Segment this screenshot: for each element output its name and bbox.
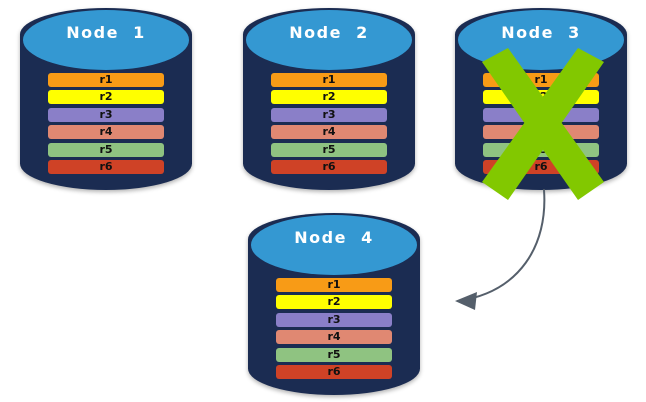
node-2[interactable]: Node 2 r1 r2 r3 r4 r5 r6 bbox=[243, 8, 415, 190]
node-4-cylinder-top bbox=[250, 215, 418, 276]
arrow-head-icon bbox=[455, 292, 477, 310]
node-2-rows: r1 r2 r3 r4 r5 r6 bbox=[271, 72, 387, 175]
node-1-rows: r1 r2 r3 r4 r5 r6 bbox=[48, 72, 164, 175]
node-3-row-r1[interactable]: r1 bbox=[483, 72, 599, 87]
node-2-cylinder-top bbox=[245, 10, 413, 71]
node-3-row-r3[interactable]: r3 bbox=[483, 107, 599, 122]
node-1-row-r6[interactable]: r6 bbox=[48, 160, 164, 175]
node-3-row-r4[interactable]: r4 bbox=[483, 125, 599, 140]
node-1-row-r5[interactable]: r5 bbox=[48, 142, 164, 157]
node-2-row-r3[interactable]: r3 bbox=[271, 107, 387, 122]
node-1-row-r1[interactable]: r1 bbox=[48, 72, 164, 87]
node-2-row-r6[interactable]: r6 bbox=[271, 160, 387, 175]
node-2-row-r1[interactable]: r1 bbox=[271, 72, 387, 87]
node-2-label: Node 2 bbox=[289, 22, 369, 42]
node-4-row-r2[interactable]: r2 bbox=[276, 295, 392, 310]
node-4-row-r4[interactable]: r4 bbox=[276, 330, 392, 345]
node-4[interactable]: Node 4 r1 r2 r3 r4 r5 r6 bbox=[248, 213, 420, 395]
node-2-row-r4[interactable]: r4 bbox=[271, 125, 387, 140]
node-4-row-r6[interactable]: r6 bbox=[276, 365, 392, 380]
node-4-row-r5[interactable]: r5 bbox=[276, 347, 392, 362]
node-2-row-r5[interactable]: r5 bbox=[271, 142, 387, 157]
node-4-rows: r1 r2 r3 r4 r5 r6 bbox=[276, 277, 392, 380]
node-3-label: Node 3 bbox=[501, 22, 581, 42]
arrow-curve bbox=[457, 189, 546, 302]
node-3-rows: r1 r2 r3 r4 r5 r6 bbox=[483, 72, 599, 175]
node-4-row-r1[interactable]: r1 bbox=[276, 277, 392, 292]
node-2-row-r2[interactable]: r2 bbox=[271, 90, 387, 105]
node-1-row-r4[interactable]: r4 bbox=[48, 125, 164, 140]
node-1-row-r3[interactable]: r3 bbox=[48, 107, 164, 122]
node-3-row-r5[interactable]: r5 bbox=[483, 142, 599, 157]
node-1[interactable]: Node 1 r1 r2 r3 r4 r5 r6 bbox=[20, 8, 192, 190]
node-3[interactable]: Node 3 r1 r2 r3 r4 r5 r6 bbox=[455, 8, 627, 200]
node-4-row-r3[interactable]: r3 bbox=[276, 312, 392, 327]
node-1-label: Node 1 bbox=[66, 22, 146, 42]
node-1-row-r2[interactable]: r2 bbox=[48, 90, 164, 105]
node-4-label: Node 4 bbox=[294, 227, 374, 247]
node-3-row-r2[interactable]: r2 bbox=[483, 90, 599, 105]
node-3-row-r6[interactable]: r6 bbox=[483, 160, 599, 175]
node-1-cylinder-top bbox=[22, 10, 190, 71]
